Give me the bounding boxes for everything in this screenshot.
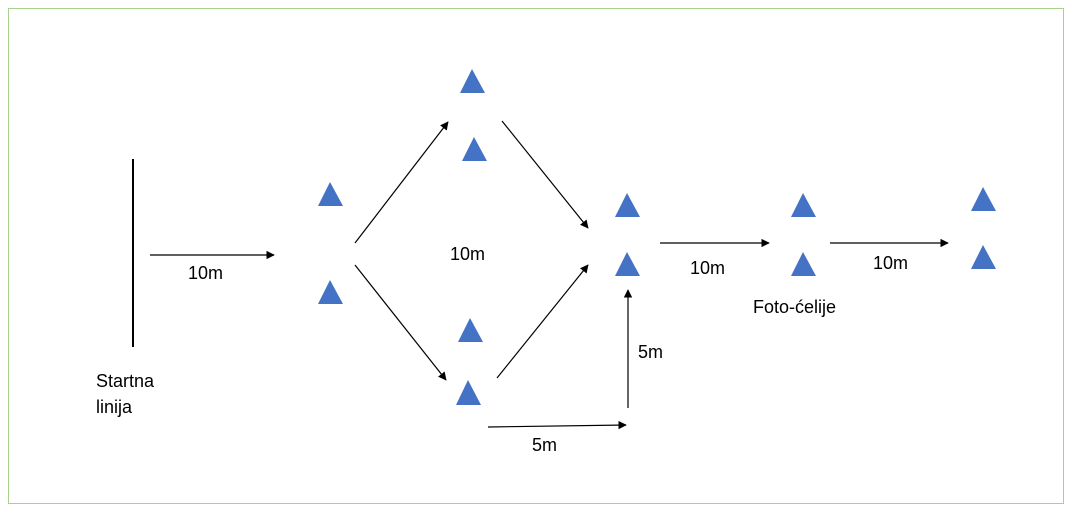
triangle-cone-icon bbox=[318, 280, 343, 304]
arrow-icon bbox=[496, 264, 589, 379]
distance-label-to-cell: 10m bbox=[690, 258, 725, 278]
triangle-cone-icon bbox=[615, 252, 640, 276]
arrow-icon bbox=[354, 264, 447, 381]
arrows bbox=[150, 120, 949, 430]
distance-label-center: 10m bbox=[450, 244, 485, 264]
arrow-icon bbox=[354, 121, 449, 244]
distance-label-after-cell: 10m bbox=[873, 253, 908, 273]
triangle-cone-icon bbox=[615, 193, 640, 217]
triangle-cone-icon bbox=[460, 69, 485, 93]
triangle-cone-icon bbox=[791, 252, 816, 276]
photo-cells-label: Foto-ćelije bbox=[753, 297, 836, 317]
triangle-cone-icon bbox=[971, 187, 996, 211]
triangle-cone-icon bbox=[458, 318, 483, 342]
diagram-frame bbox=[8, 8, 1064, 504]
cones bbox=[318, 69, 996, 405]
triangle-cone-icon bbox=[791, 193, 816, 217]
distance-label-start: 10m bbox=[188, 263, 223, 283]
distance-label-vertical-5m: 5m bbox=[638, 342, 663, 362]
arrow-icon bbox=[501, 120, 589, 229]
start-line-label-2: linija bbox=[96, 397, 133, 417]
distance-label-horizontal-5m: 5m bbox=[532, 435, 557, 455]
triangle-cone-icon bbox=[462, 137, 487, 161]
triangle-cone-icon bbox=[971, 245, 996, 269]
arrow-icon bbox=[487, 420, 627, 430]
triangle-cone-icon bbox=[456, 380, 481, 405]
start-line-label-1: Startna bbox=[96, 371, 155, 391]
triangle-cone-icon bbox=[318, 182, 343, 206]
